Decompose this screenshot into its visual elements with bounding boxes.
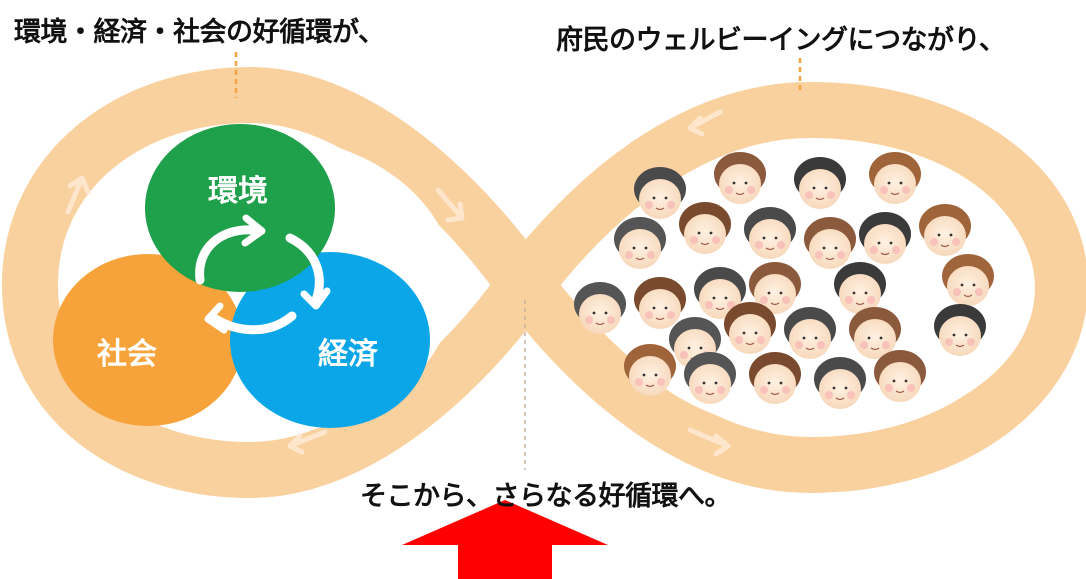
arrow-down-center: [435, 187, 465, 223]
person-face: [749, 262, 801, 314]
label-environment: 環境: [208, 174, 268, 209]
cycle-arrow-right: [285, 233, 324, 305]
cycle-arrow-bottom: [209, 311, 297, 335]
arrow-left-bottom: [287, 429, 328, 455]
person-face: [634, 167, 686, 219]
person-face: [794, 157, 846, 209]
person-face: [874, 350, 926, 402]
person-face: [804, 217, 856, 269]
person-face: [784, 307, 836, 359]
loop-direction-arrows: [65, 109, 731, 457]
label-society: 社会: [97, 337, 157, 372]
label-economy: 経済: [318, 337, 378, 372]
circle-economy: [230, 252, 430, 428]
cycle-arrows: [195, 214, 331, 335]
person-face: [614, 217, 666, 269]
person-face: [744, 207, 796, 259]
person-face: [942, 254, 994, 306]
person-face: [849, 307, 901, 359]
person-face: [869, 152, 921, 204]
person-face: [634, 277, 686, 329]
person-face: [624, 344, 676, 396]
person-face: [919, 204, 971, 256]
people-illustration: [574, 152, 994, 409]
person-face: [749, 352, 801, 404]
person-face: [724, 302, 776, 354]
person-face: [574, 282, 626, 334]
person-face: [694, 267, 746, 319]
person-face: [934, 304, 986, 356]
caption-cycle: 環境・経済・社会の好循環が、: [14, 17, 385, 48]
person-face: [684, 352, 736, 404]
person-face: [714, 152, 766, 204]
caption-further-cycle: そこから、さらなる好循環へ。: [360, 481, 732, 512]
circle-society: [53, 254, 243, 426]
up-arrow: [402, 500, 608, 579]
leader-lines: [234, 52, 802, 470]
venn-circles: [53, 124, 430, 428]
person-face: [679, 202, 731, 254]
circle-environment: [145, 124, 335, 292]
arrow-left-top-right: [687, 109, 723, 137]
person-face: [814, 357, 866, 409]
person-face: [859, 212, 911, 264]
cycle-arrow-top: [195, 225, 257, 285]
caption-wellbeing: 府民のウェルビーイングにつながり、: [556, 25, 1006, 56]
arrow-right-bottom-right: [687, 427, 731, 457]
person-face: [834, 262, 886, 314]
arrow-up-left: [65, 175, 91, 215]
